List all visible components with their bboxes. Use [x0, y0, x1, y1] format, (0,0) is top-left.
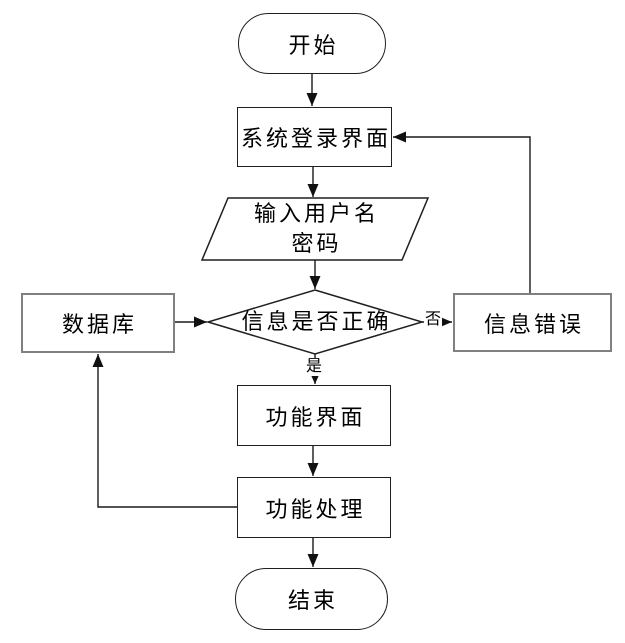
node-database: 数据库 [21, 293, 175, 353]
decision-diamond-shape [205, 289, 425, 355]
edge-label-no: 否 [424, 311, 443, 330]
node-start: 开始 [238, 13, 386, 74]
node-func-ui-label: 功能界面 [265, 404, 366, 430]
edge-label-yes: 是 [305, 358, 324, 377]
node-error: 信息错误 [453, 293, 612, 352]
node-input-label-line1: 输入用户名 [253, 201, 379, 227]
node-input-label: 输入用户名 密码 [215, 199, 415, 259]
node-func-proc: 功能处理 [237, 477, 391, 538]
node-func-ui: 功能界面 [237, 385, 391, 446]
node-end-label: 结束 [287, 588, 338, 613]
input-parallelogram-shape [200, 197, 430, 261]
node-decision-label-text: 信息是否正确 [241, 309, 392, 335]
node-login: 系统登录界面 [237, 107, 392, 167]
edge-error-to-login [393, 131, 531, 293]
node-func-proc-label: 功能处理 [265, 496, 366, 522]
node-database-label: 数据库 [61, 312, 137, 337]
node-end: 结束 [235, 568, 388, 630]
node-login-label: 系统登录界面 [241, 126, 392, 151]
node-input-label-line2: 密码 [291, 231, 342, 256]
node-start-label: 开始 [288, 32, 339, 58]
node-error-label: 信息错误 [483, 311, 584, 337]
node-decision-label: 信息是否正确 [215, 308, 415, 336]
edge-func-proc-to-database [92, 354, 237, 508]
